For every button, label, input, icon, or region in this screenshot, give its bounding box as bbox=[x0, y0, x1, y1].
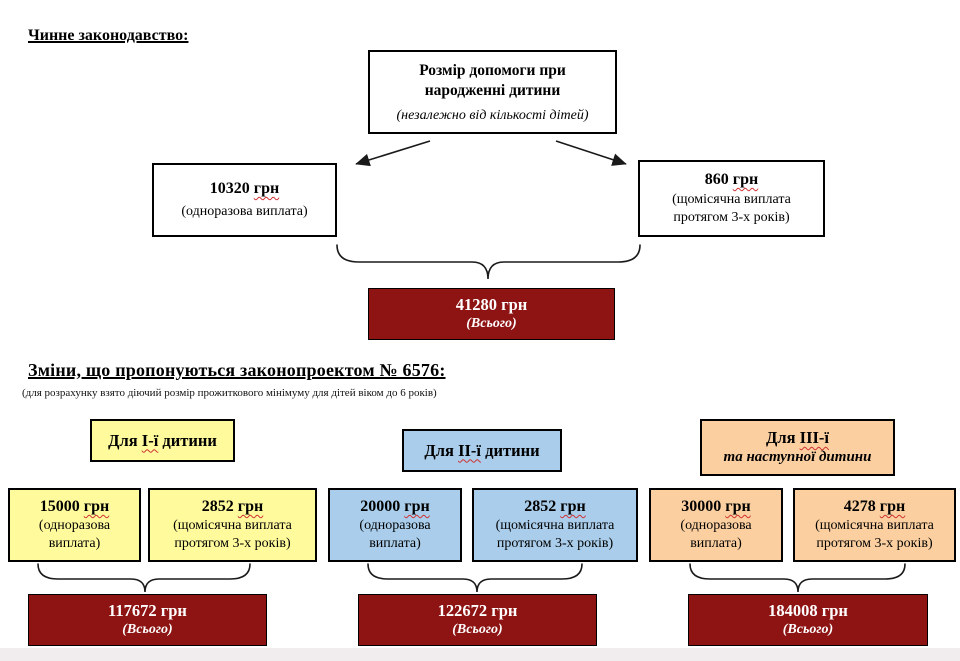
brace-child1-icon bbox=[37, 563, 251, 593]
one-time-payment-box-child3: 30000 грн (одноразова виплата) bbox=[649, 488, 783, 562]
currency-label: грн bbox=[404, 498, 430, 515]
brace-current-icon bbox=[336, 244, 641, 280]
monthly-amount-child2: 2852 bbox=[524, 498, 557, 515]
currency-label: грн bbox=[253, 180, 280, 197]
column-header-child2-label: Для II-ї дитини bbox=[424, 441, 539, 461]
monthly-amount-child1: 2852 bbox=[201, 498, 234, 515]
column-header-child1: Для I-ї дитини bbox=[90, 419, 235, 462]
proposed-changes-heading: Зміни, що пропонуються законопроектом № … bbox=[28, 360, 446, 380]
column-header-child3: Для III-ї та наступної дитини bbox=[700, 419, 895, 476]
arrow-to-monthly-icon bbox=[555, 140, 627, 166]
bottom-edge-strip bbox=[0, 648, 960, 661]
root-benefit-note: (незалежно від кількості дітей) bbox=[396, 107, 589, 123]
monthly-payment-box-child1: 2852 грн (щомісячна виплата протягом 3-х… bbox=[148, 488, 317, 562]
monthly-amount-current: 860 bbox=[704, 171, 729, 188]
proposed-changes-note: (для розрахунку взято діючий розмір прож… bbox=[22, 387, 437, 399]
one-time-amount-child3: 30000 bbox=[681, 498, 722, 515]
header-suffix: дитини bbox=[485, 440, 540, 460]
total-label-child3: (Всього) bbox=[782, 622, 834, 637]
header-numeral: I-ї bbox=[141, 430, 159, 450]
header-numeral: III-ї bbox=[799, 428, 829, 447]
one-time-amount-child1: 15000 bbox=[39, 498, 80, 515]
root-benefit-title-line1: Розмір допомоги при bbox=[419, 61, 566, 79]
total-amount-current: 41280 bbox=[455, 295, 497, 314]
total-box-child3: 184008 грн (Всього) bbox=[688, 594, 928, 646]
currency-label: грн bbox=[491, 601, 518, 620]
one-time-label-child3: (одноразова виплата) bbox=[680, 518, 752, 551]
currency-label: грн bbox=[237, 498, 264, 515]
monthly-label-child2: (щомісячна виплата протягом 3-х років) bbox=[495, 518, 615, 551]
monthly-label-child1: (щомісячна виплата протягом 3-х років) bbox=[173, 518, 292, 551]
monthly-label-child3: (щомісячна виплата протягом 3-х років) bbox=[815, 518, 934, 551]
currency-label: грн bbox=[821, 601, 848, 620]
header-numeral: II-ї bbox=[458, 440, 481, 460]
current-law-heading: Чинне законодавство: bbox=[28, 27, 189, 44]
total-box-child2: 122672 грн (Всього) bbox=[358, 594, 597, 646]
monthly-payment-box-current: 860 грн (щомісячна виплата протягом 3-х … bbox=[638, 160, 825, 237]
column-header-child2: Для II-ї дитини bbox=[402, 429, 562, 472]
brace-child2-icon bbox=[367, 563, 583, 593]
one-time-payment-box-current: 10320 грн (одноразова виплата) bbox=[152, 163, 337, 237]
currency-label: грн bbox=[879, 498, 906, 515]
arrow-to-one-time-icon bbox=[355, 140, 431, 167]
root-benefit-box: Розмір допомоги при народженні дитини (н… bbox=[368, 50, 617, 134]
one-time-label-child1: (одноразова виплата) bbox=[38, 518, 111, 551]
total-label-child1: (Всього) bbox=[122, 622, 173, 637]
brace-child3-icon bbox=[689, 563, 906, 593]
currency-label: грн bbox=[560, 498, 586, 515]
header-suffix: дитини bbox=[162, 430, 217, 450]
header-prefix: Для bbox=[765, 428, 796, 447]
one-time-label-current: (одноразова виплата) bbox=[181, 204, 308, 219]
monthly-amount-child3: 4278 bbox=[843, 498, 876, 515]
one-time-payment-box-child2: 20000 грн (одноразова виплата) bbox=[328, 488, 462, 562]
currency-label: грн bbox=[725, 498, 751, 515]
header-prefix: Для bbox=[108, 430, 138, 450]
total-amount-child2: 122672 bbox=[437, 601, 488, 620]
total-box-child1: 117672 грн (Всього) bbox=[28, 594, 267, 646]
total-amount-child3: 184008 bbox=[768, 601, 818, 620]
currency-label: грн bbox=[501, 295, 528, 314]
header-prefix: Для bbox=[424, 440, 454, 460]
monthly-payment-box-child2: 2852 грн (щомісячна виплата протягом 3-х… bbox=[472, 488, 638, 562]
column-header-child3-line2: та наступної дитини bbox=[723, 449, 872, 465]
currency-label: грн bbox=[83, 498, 110, 515]
root-benefit-title-line2: народженні дитини bbox=[424, 81, 561, 99]
column-header-child1-label: Для I-ї дитини bbox=[108, 431, 217, 451]
one-time-amount-child2: 20000 bbox=[360, 498, 401, 515]
total-label-child2: (Всього) bbox=[452, 622, 503, 637]
currency-label: грн bbox=[732, 171, 759, 188]
total-amount-child1: 117672 bbox=[108, 601, 157, 620]
one-time-amount-current: 10320 bbox=[209, 180, 250, 197]
one-time-payment-box-child1: 15000 грн (одноразова виплата) bbox=[8, 488, 141, 562]
total-label-current: (Всього) bbox=[466, 316, 517, 331]
monthly-payment-box-child3: 4278 грн (щомісячна виплата протягом 3-х… bbox=[793, 488, 956, 562]
one-time-label-child2: (одноразова виплата) bbox=[359, 518, 431, 551]
currency-label: грн bbox=[160, 601, 187, 620]
monthly-label-current: (щомісячна виплата протягом 3-х років) bbox=[672, 192, 791, 225]
column-header-child3-label: Для III-ї bbox=[766, 428, 829, 448]
total-box-current: 41280 грн (Всього) bbox=[368, 288, 615, 340]
